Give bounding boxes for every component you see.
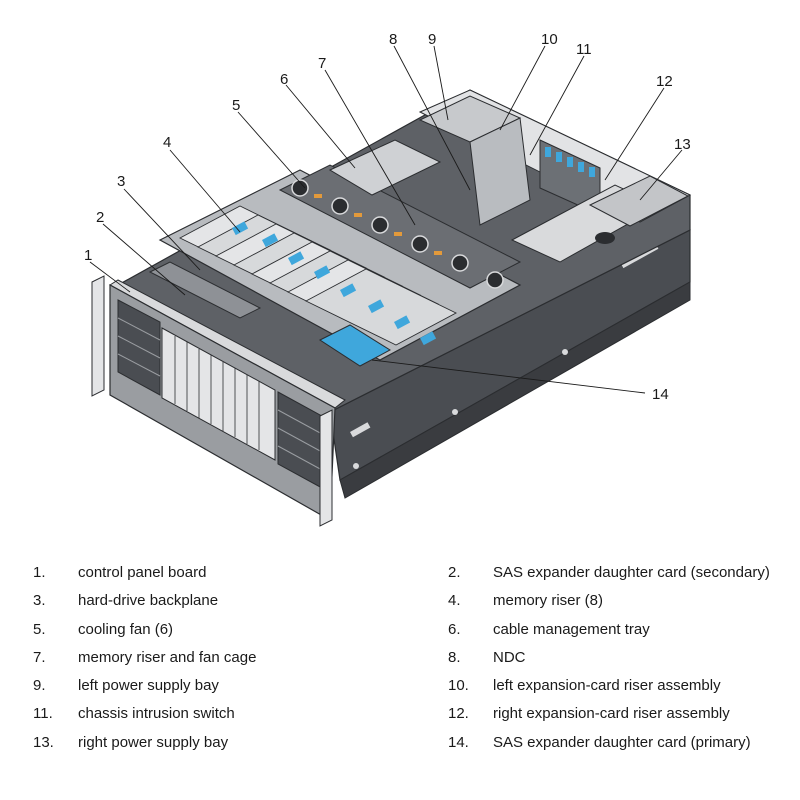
callout-11: 11 [576, 41, 592, 58]
legend-label: right expansion-card riser assembly [493, 705, 730, 723]
legend-label: memory riser (8) [493, 592, 604, 610]
legend-row: 13. right power supply bay 14. SAS expande… [30, 730, 790, 758]
right-power-supply-bay [588, 175, 690, 227]
legend-number: 5. [33, 620, 46, 638]
legend-number: 11. [33, 705, 53, 723]
legend-row: 7. memory riser and fan cage 8. NDC [30, 645, 790, 673]
cable-management-tray [328, 139, 442, 196]
rack-ear-right [319, 409, 333, 527]
legend-label: left expansion-card riser assembly [493, 677, 721, 695]
sas-expander-primary [318, 324, 391, 367]
legend-number: 3. [33, 592, 46, 610]
callout-8: 8 [389, 31, 397, 48]
legend-row: 11. chassis intrusion switch 12. right exp… [30, 701, 790, 729]
rack-ear-left [91, 275, 105, 397]
side-slot [350, 422, 371, 438]
legend: 1. control panel board 2. SAS expander dau… [30, 560, 790, 758]
legend-number: 8. [448, 648, 461, 666]
legend-label: cooling fan (6) [78, 620, 174, 638]
riser-hole [595, 232, 615, 244]
chassis-right-lower [339, 281, 691, 499]
callout-3: 3 [117, 173, 125, 190]
side-hole [562, 349, 568, 355]
legend-number: 10. [448, 677, 469, 695]
legend-number: 14. [448, 733, 469, 751]
legend-number: 4. [448, 592, 461, 610]
hard-drive-backplane [148, 261, 262, 319]
legend-number: 12. [448, 705, 469, 723]
callout-4: 4 [163, 134, 171, 151]
legend-row: 1. control panel board 2. SAS expander dau… [30, 560, 790, 588]
legend-number: 9. [33, 677, 46, 695]
memory-riser-latches [232, 221, 437, 346]
callout-10: 10 [541, 31, 558, 48]
callout-14: 14 [652, 386, 669, 403]
callout-2: 2 [96, 209, 104, 226]
callout-6: 6 [280, 71, 288, 88]
left-expansion-riser [469, 117, 531, 226]
legend-row: 9. left power supply bay 10. left expansio… [30, 673, 790, 701]
legend-number: 1. [33, 564, 46, 581]
callout-9: 9 [428, 31, 436, 48]
legend-number: 2. [448, 564, 461, 581]
server-diagram: 1 2 3 4 5 6 7 8 9 10 11 12 13 14 [84, 31, 692, 527]
legend-label: SAS expander daughter card (secondary) [493, 564, 770, 581]
memory-risers [179, 205, 457, 346]
callout-12: 12 [656, 73, 673, 90]
legend-number: 6. [448, 620, 461, 638]
legend-row: 5. cooling fan (6) 6. cable management tra… [30, 617, 790, 645]
legend-label: memory riser and fan cage [78, 648, 257, 666]
legend-label: NDC [493, 648, 526, 666]
legend-number: 13. [33, 733, 54, 751]
drive-slots-left [117, 317, 161, 377]
legend-label: chassis intrusion switch [78, 705, 235, 723]
legend-label: SAS expander daughter card (primary) [493, 733, 751, 751]
callout-1: 1 [84, 247, 92, 264]
drive-slots-right [277, 409, 323, 471]
legend-label: right power supply bay [78, 733, 229, 751]
cooling-fans [278, 164, 522, 289]
callout-5: 5 [232, 97, 240, 114]
card-slot-connectors [545, 147, 595, 177]
legend-number: 7. [33, 648, 46, 666]
legend-label: left power supply bay [78, 677, 219, 695]
legend-label: cable management tray [493, 620, 650, 638]
legend-label: hard-drive backplane [78, 592, 219, 610]
drive-bays-center [174, 336, 260, 450]
leader-lines [89, 45, 683, 394]
legend-label: control panel board [78, 564, 207, 581]
side-hole [452, 409, 458, 415]
legend-row: 3. hard-drive backplane 4. memory riser (8… [30, 588, 790, 616]
side-hole [353, 463, 359, 469]
callout-7: 7 [318, 55, 326, 72]
callout-13: 13 [674, 136, 691, 153]
